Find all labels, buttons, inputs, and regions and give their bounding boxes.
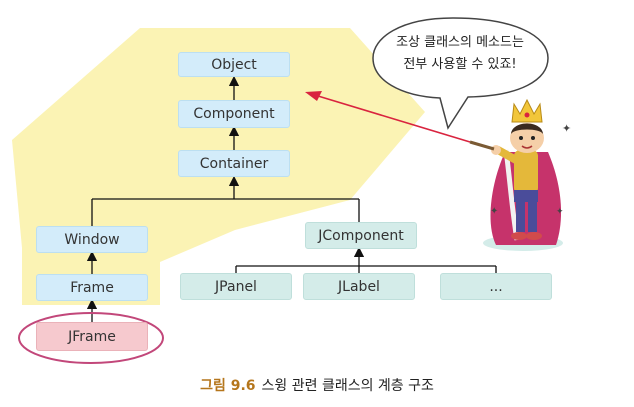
node-more: ... <box>440 273 552 300</box>
node-object: Object <box>178 52 290 77</box>
figure-number: 그림 9.6 <box>200 378 256 394</box>
node-jframe: JFrame <box>36 322 148 351</box>
speech-bubble <box>372 17 549 130</box>
node-window: Window <box>36 226 148 253</box>
king-character-illustration: ✦ ✦ ✦ <box>469 98 571 251</box>
node-jpanel: JPanel <box>180 273 292 300</box>
connector-lines <box>86 75 497 322</box>
svg-text:✦: ✦ <box>490 206 498 217</box>
figure-caption: 그림 9.6 스윙 관련 클래스의 계층 구조 <box>0 375 634 395</box>
node-frame: Frame <box>36 274 148 301</box>
node-jlabel: JLabel <box>303 273 415 300</box>
jframe-highlight-ellipse <box>18 312 164 364</box>
node-component: Component <box>178 100 290 128</box>
node-jcomponent: JComponent <box>305 222 417 249</box>
figure-caption-text: 스윙 관련 클래스의 계층 구조 <box>261 378 434 394</box>
speech-bubble-line-1: 조상 클래스의 메소드는 <box>396 35 524 50</box>
speech-bubble-text: 조상 클래스의 메소드는 전부 사용할 수 있죠! <box>380 32 540 76</box>
pointer-arrow <box>305 91 471 143</box>
speech-bubble-line-2: 전부 사용할 수 있죠! <box>403 57 517 72</box>
svg-text:✦: ✦ <box>556 207 564 217</box>
node-container: Container <box>178 150 290 177</box>
svg-text:✦: ✦ <box>562 122 571 135</box>
